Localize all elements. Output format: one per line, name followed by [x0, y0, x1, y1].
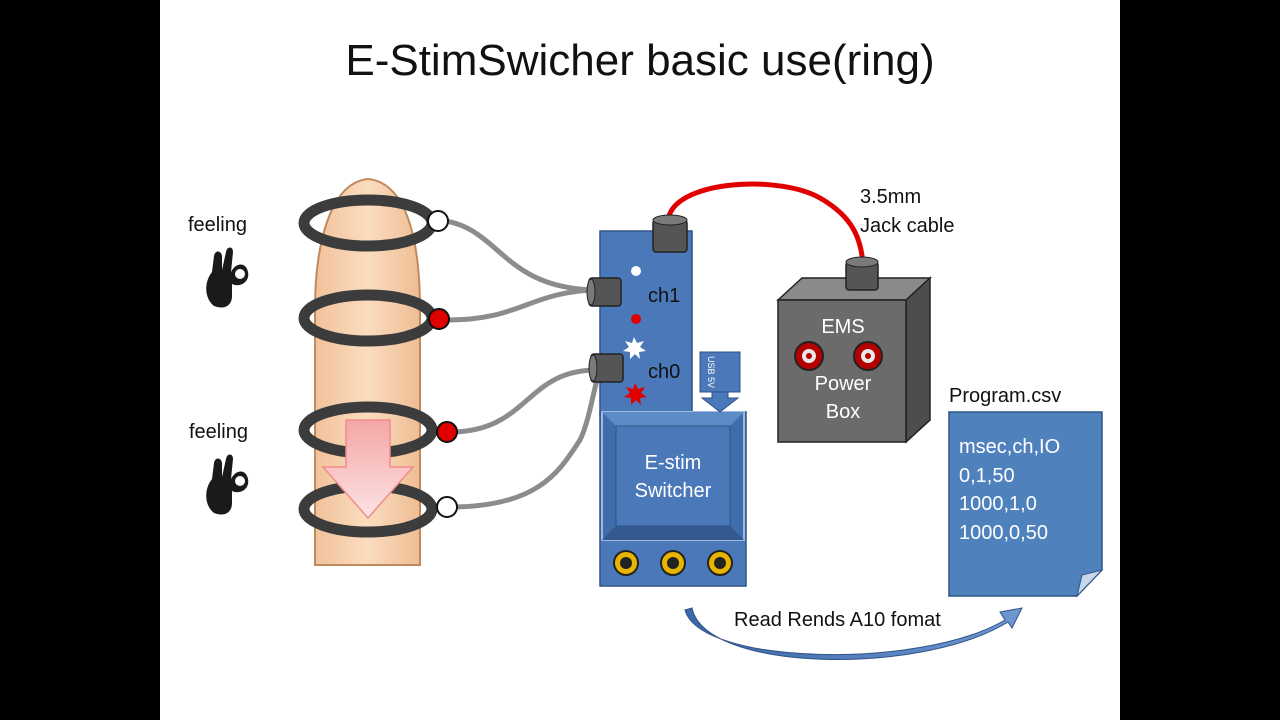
csv-filename: Program.csv [949, 385, 1062, 407]
usb-connector-icon [699, 351, 741, 413]
ems-label-line1: EMS [821, 316, 865, 338]
down-arrow-icon [321, 419, 415, 520]
feeling-label-top: feeling [188, 214, 247, 236]
ch1-led-white [631, 266, 641, 276]
feeling-label-bottom: feeling [189, 421, 248, 443]
ems-power-box [776, 256, 932, 444]
switcher-label-line1: E-stim [644, 452, 702, 474]
curved-arrow-icon [684, 607, 1023, 660]
ok-hand-icon [206, 247, 249, 308]
spark-icon [623, 337, 646, 359]
diagram-canvas [206, 177, 1104, 660]
ems-label-line2: Power [814, 373, 872, 395]
board-jack-plug [652, 214, 688, 253]
channel-1-label: ch1 [648, 285, 681, 307]
csv-line: 0,1,50 [959, 465, 1015, 487]
output-jacks [613, 550, 733, 576]
ring-terminals [427, 210, 458, 518]
read-format-label: Read Rends A10 fomat [734, 609, 941, 631]
ems-label-line3: Box [825, 401, 861, 423]
electrode-wires [437, 217, 603, 510]
slide: E-StimSwicher basic use(ring) feeling fe… [160, 0, 1120, 720]
jack-cable-label-line2: Jack cable [860, 215, 955, 237]
page-title: E-StimSwicher basic use(ring) [345, 36, 935, 85]
jack-cable-label-line1: 3.5mm [860, 186, 922, 208]
csv-line: 1000,0,50 [959, 522, 1048, 544]
spark-icon [624, 383, 647, 405]
channel-connectors [586, 277, 624, 383]
csv-page-curl [1076, 569, 1104, 598]
csv-line: 1000,1,0 [959, 493, 1037, 515]
csv-line: msec,ch,IO [959, 436, 1061, 458]
switcher-label-line2: Switcher [634, 480, 712, 502]
channel-0-label: ch0 [648, 361, 681, 383]
jack-cable [666, 181, 866, 263]
usb-label: USB 5V [706, 356, 716, 389]
ch1-led-red [631, 314, 641, 324]
ok-hand-icon [206, 454, 249, 515]
